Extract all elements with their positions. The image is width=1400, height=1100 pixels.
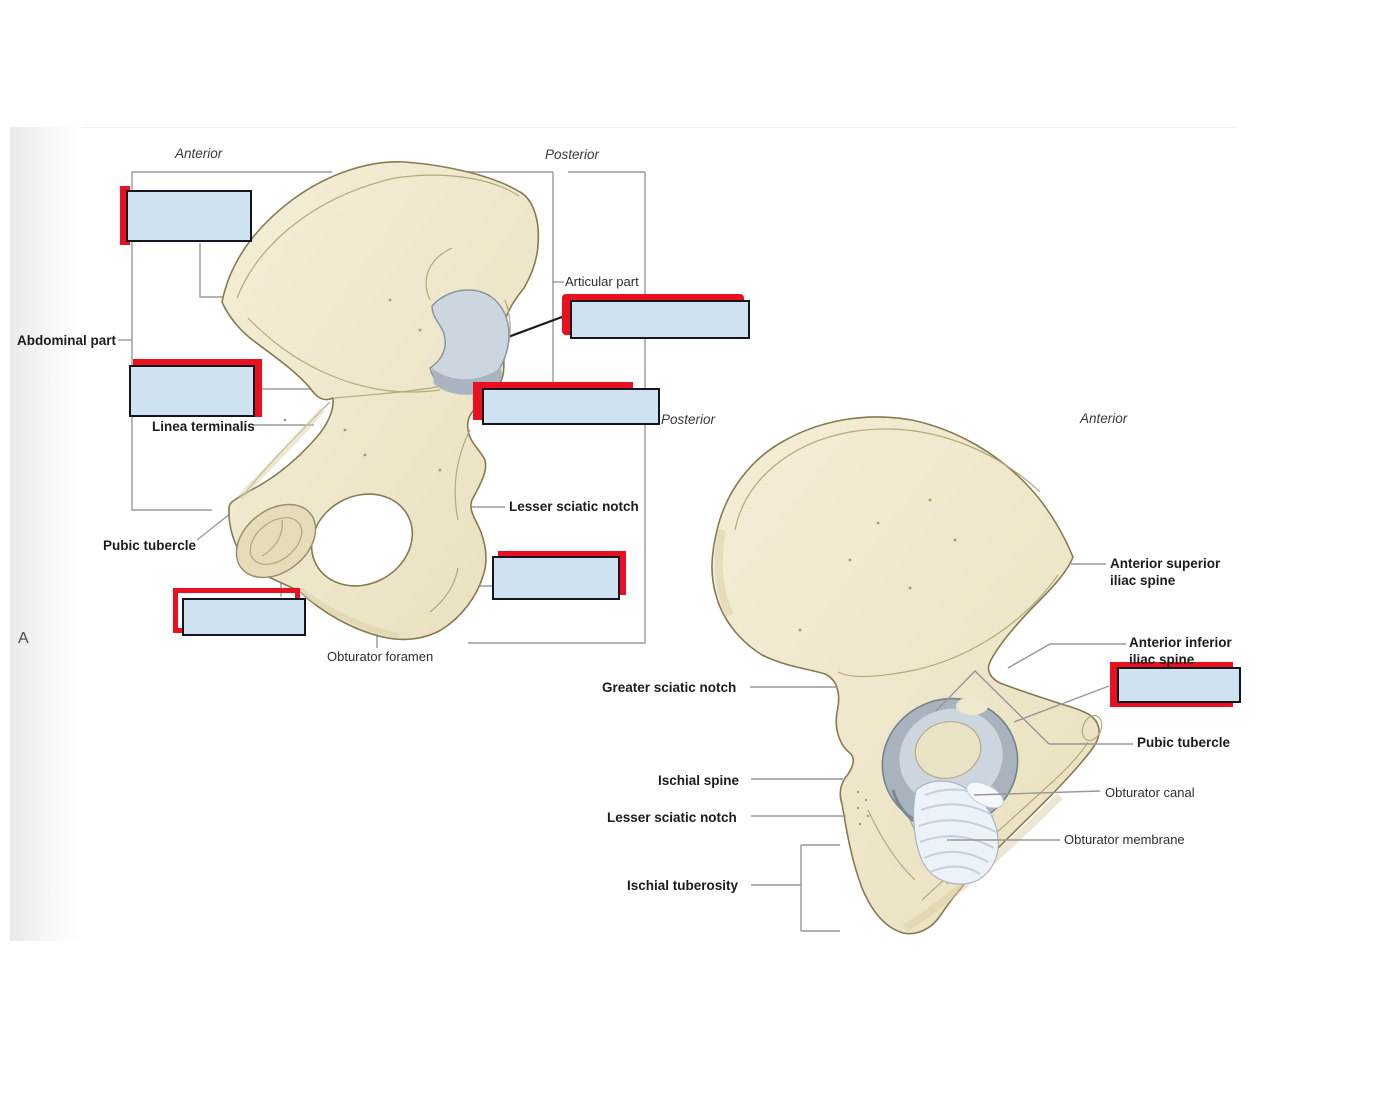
orientation-anterior-left: Anterior bbox=[175, 146, 223, 161]
label-greater-sciatic-notch: Greater sciatic notch bbox=[602, 680, 737, 695]
panel-letter: A bbox=[18, 630, 29, 647]
right-figure-leader-lines bbox=[750, 563, 1133, 932]
label-anterior-superior-iliac-spine: Anterior superior iliac spine bbox=[1110, 556, 1221, 588]
label-obturator-membrane: Obturator membrane bbox=[1064, 832, 1185, 847]
label-lesser-sciatic-notch-left: Lesser sciatic notch bbox=[509, 499, 639, 514]
symphysial-surface bbox=[235, 503, 317, 579]
orientation-anterior-right: Anterior bbox=[1080, 411, 1128, 426]
orientation-posterior-left: Posterior bbox=[545, 147, 600, 162]
label-lesser-sciatic-notch-right: Lesser sciatic notch bbox=[607, 810, 737, 825]
covered-label-box-asis[interactable] bbox=[126, 190, 252, 242]
covered-label-box-iliopubic-eminence[interactable] bbox=[1117, 667, 1241, 703]
covered-label-box-iliac-fossa[interactable] bbox=[129, 365, 255, 417]
label-pubic-tubercle-left: Pubic tubercle bbox=[103, 538, 197, 553]
covered-label-box-auricular-surface[interactable] bbox=[570, 300, 750, 339]
label-ischial-tuberosity: Ischial tuberosity bbox=[627, 878, 739, 893]
covered-label-box-ischial-spine[interactable] bbox=[482, 388, 660, 425]
label-obturator-canal: Obturator canal bbox=[1105, 785, 1195, 800]
covered-label-box-ischial-tuberosity[interactable] bbox=[492, 556, 620, 600]
label-articular-part: Articular part bbox=[565, 274, 639, 289]
label-ischial-spine: Ischial spine bbox=[658, 773, 740, 788]
orientation-posterior-mid: Posterior bbox=[661, 412, 716, 427]
hip-bone-lateral-view bbox=[711, 416, 1103, 935]
left-gradient-shadow bbox=[10, 127, 82, 941]
obturator-membrane-shape bbox=[913, 780, 1004, 885]
label-abdominal-part: Abdominal part bbox=[17, 333, 117, 348]
label-obturator-foramen: Obturator foramen bbox=[327, 649, 434, 664]
label-linea-terminalis: Linea terminalis bbox=[152, 419, 255, 434]
acetabulum bbox=[881, 697, 1019, 829]
obturator-foramen-opening bbox=[310, 493, 414, 587]
hip-bone-medial-view bbox=[221, 160, 540, 641]
covered-label-box-symphysial-surface[interactable] bbox=[182, 598, 306, 636]
highlight-red-mark bbox=[120, 186, 130, 245]
label-anterior-inferior-iliac-spine: Anterior inferior iliac spine bbox=[1129, 635, 1232, 667]
label-pubic-tubercle-right: Pubic tubercle bbox=[1137, 735, 1231, 750]
